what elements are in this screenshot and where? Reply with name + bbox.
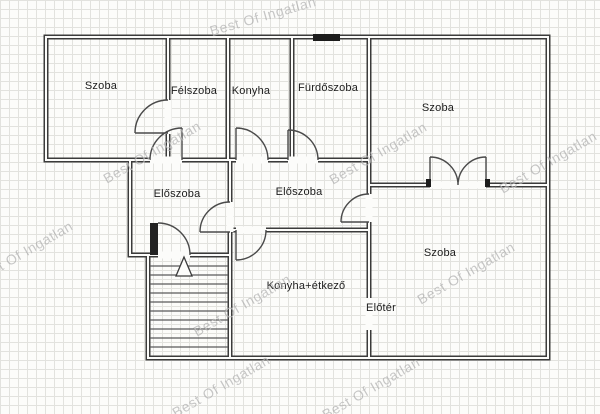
door-opening xyxy=(158,251,190,259)
wall-core xyxy=(45,36,549,359)
door-opening xyxy=(365,194,373,222)
door-openings xyxy=(150,100,486,330)
door-opening xyxy=(236,226,266,234)
door-swing-lines xyxy=(134,99,487,261)
door-leaf xyxy=(150,223,158,255)
staircase xyxy=(150,255,228,348)
door-jamb-mark xyxy=(485,179,490,187)
window-marks xyxy=(313,34,490,187)
door-arcs xyxy=(134,99,487,261)
wall-outline xyxy=(43,34,551,361)
window-mark xyxy=(313,34,340,41)
door-opening xyxy=(150,156,182,164)
door-opening xyxy=(288,156,318,164)
door-opening xyxy=(365,298,373,330)
door-opening xyxy=(236,156,268,164)
door-opening xyxy=(164,100,172,134)
stair-treads xyxy=(150,265,228,348)
door-opening xyxy=(226,202,234,232)
walls xyxy=(43,34,551,361)
door-jamb-mark xyxy=(426,179,431,187)
stairs-direction-arrow-icon xyxy=(175,255,193,277)
